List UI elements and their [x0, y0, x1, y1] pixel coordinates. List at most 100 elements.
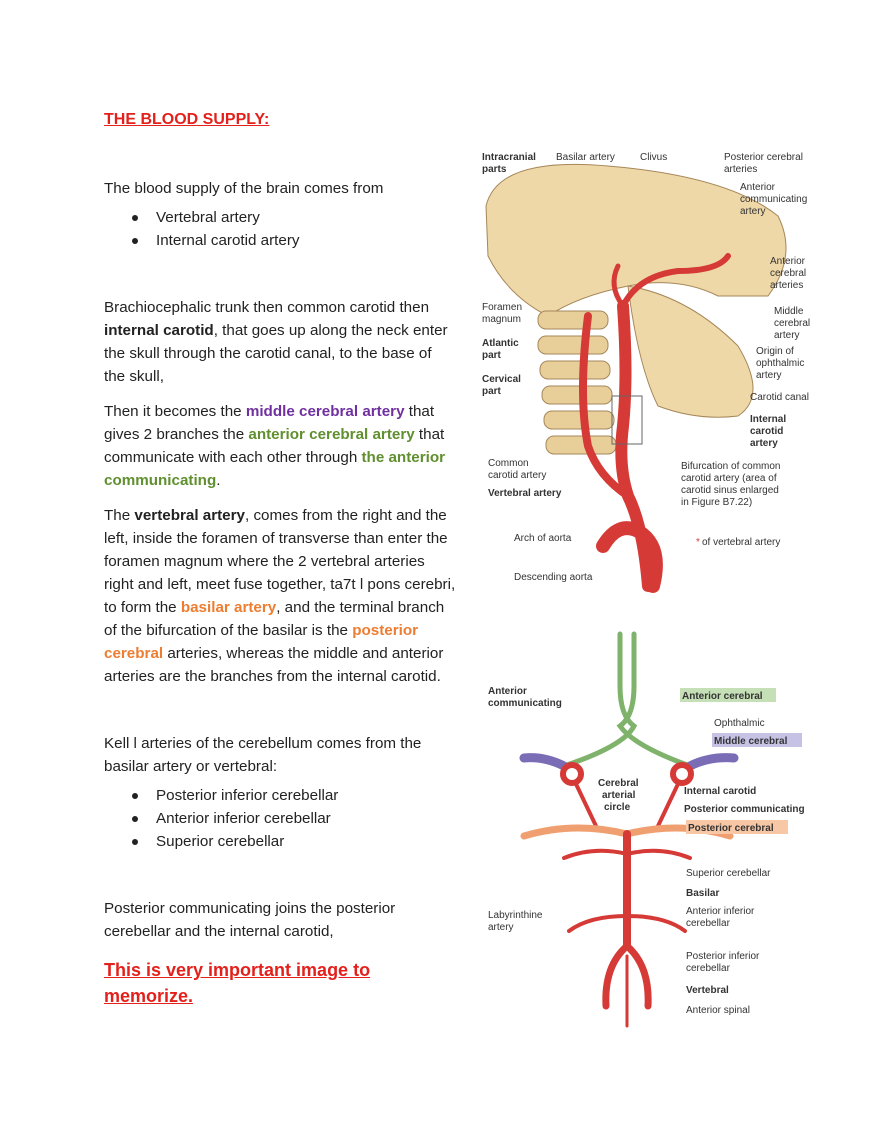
- anterior-cerebral-term: anterior cerebral artery: [248, 426, 415, 443]
- label-mca-3: artery: [774, 330, 800, 341]
- highlight-mca: [712, 733, 802, 747]
- label-acom: Anterior: [740, 182, 776, 193]
- label-anterior-spinal: Anterior spinal: [686, 1005, 750, 1016]
- label-pca-2: arteries: [724, 164, 757, 175]
- label-origin-3: artery: [756, 370, 782, 381]
- bifurcation-box: [611, 395, 643, 445]
- label-circle-3: circle: [604, 802, 631, 813]
- label-common-carotid-2: carotid artery: [488, 470, 546, 481]
- label-pic: Posterior inferior: [686, 951, 760, 962]
- label-mca: Middle: [774, 306, 804, 317]
- label-foramen: Foramen: [482, 302, 522, 313]
- label-aic-2: cerebellar: [686, 918, 731, 929]
- brachiocephalic-paragraph: Brachiocephalic trunk then common caroti…: [104, 296, 456, 388]
- label-bifurcation-4: in Figure B7.22): [681, 497, 752, 508]
- list-item: Superior cerebellar: [132, 830, 456, 853]
- label-aic: Anterior inferior: [686, 906, 755, 917]
- label-basilar: Basilar: [686, 888, 719, 899]
- label-star-note: of vertebral artery: [702, 537, 780, 548]
- label-labyrinthine-2: artery: [488, 922, 514, 933]
- text-run: , and the terminal branch of the bifurca…: [104, 599, 445, 639]
- text-run: arteries, whereas the middle and anterio…: [104, 645, 444, 685]
- label-cervical: Cervical: [482, 374, 521, 385]
- label-pic-2: cerebellar: [686, 963, 731, 974]
- text-column: THE BLOOD SUPPLY: The blood supply of th…: [104, 108, 456, 1009]
- label-acom-2: communicating: [488, 698, 562, 709]
- pcom-paragraph: Posterior communicating joins the poster…: [104, 900, 396, 940]
- label-carotid-canal: Carotid canal: [750, 392, 809, 403]
- basilar-term: basilar artery: [180, 599, 277, 616]
- text-run: that communicate with each other through: [104, 426, 445, 466]
- label-labyrinthine: Labyrinthine: [488, 910, 543, 921]
- list-item: Internal carotid artery: [132, 229, 456, 252]
- important-note: This is very important image to memorize…: [104, 960, 371, 1006]
- label-aca-3: arteries: [770, 280, 803, 291]
- label-vertebral: Vertebral: [686, 985, 729, 996]
- label-parts: parts: [482, 164, 507, 175]
- label-cervical-2: part: [482, 386, 502, 397]
- label-pcom: Posterior communicating: [684, 804, 805, 815]
- bold-term: internal carotid: [104, 322, 214, 339]
- highlight-aca: [680, 688, 776, 702]
- label-bifurcation-3: carotid sinus enlarged: [681, 485, 779, 496]
- label-ica: Internal: [750, 414, 786, 425]
- vertebral-paragraph: The vertebral artery, comes from the rig…: [104, 504, 456, 688]
- artery-paths: [579, 253, 731, 593]
- cerebellar-list: Posterior inferior cerebellar Anterior i…: [104, 784, 456, 853]
- text-run: .: [216, 472, 221, 489]
- anterior-communicating-term: the anterior communicating: [104, 449, 446, 489]
- text-run: The: [104, 507, 135, 524]
- label-ica: Internal carotid: [684, 786, 756, 797]
- label-descending-aorta: Descending aorta: [514, 572, 593, 583]
- posterior-cerebral-term: posterior cerebral: [104, 622, 419, 662]
- list-item: Vertebral artery: [132, 206, 456, 229]
- list-item: Posterior inferior cerebellar: [132, 784, 456, 807]
- label-acom-3: artery: [740, 206, 766, 217]
- label-bifurcation: Bifurcation of common: [681, 461, 781, 472]
- label-bifurcation-2: carotid artery (area of: [681, 473, 777, 484]
- sources-list: Vertebral artery Internal carotid artery: [104, 206, 456, 252]
- section-heading: THE BLOOD SUPPLY:: [104, 111, 270, 128]
- label-pca: Posterior cerebral: [688, 823, 774, 834]
- figure-carotid-lateral: Intracranial parts Basilar artery Clivus…: [482, 152, 810, 593]
- label-aca-2: cerebral: [770, 268, 806, 279]
- label-ica-3: artery: [750, 438, 778, 449]
- label-foramen-2: magnum: [482, 314, 521, 325]
- label-star: *: [696, 537, 700, 548]
- list-item: Anterior inferior cerebellar: [132, 807, 456, 830]
- label-origin: Origin of: [756, 346, 794, 357]
- label-ophthalmic: Ophthalmic: [714, 718, 765, 729]
- spine-shape: [537, 310, 617, 455]
- label-acom-2: communicating: [740, 194, 807, 205]
- label-ica-2: carotid: [750, 426, 783, 437]
- middle-cerebral-term: middle cerebral artery: [245, 403, 405, 420]
- figure2-labels: Anterior communicating Anterior cerebral…: [488, 686, 805, 1016]
- text-run: , that goes up along the neck enter the …: [104, 322, 448, 385]
- bold-term: vertebral artery: [134, 507, 245, 524]
- label-clivus: Clivus: [640, 152, 667, 163]
- jaw-shape: [627, 285, 754, 418]
- label-acom: Anterior: [488, 686, 527, 697]
- label-intracranial: Intracranial: [482, 152, 536, 163]
- label-common-carotid: Common: [488, 458, 529, 469]
- figure1-labels: Intracranial parts Basilar artery Clivus…: [482, 152, 810, 583]
- text-run: that gives 2 branches the: [104, 403, 435, 443]
- label-superior-cerebellar: Superior cerebellar: [686, 868, 771, 879]
- label-origin-2: ophthalmic: [756, 358, 804, 369]
- label-vertebral: Vertebral artery: [488, 488, 562, 499]
- label-circle-2: arterial: [602, 790, 636, 801]
- text-run: , comes from the right and the left, ins…: [104, 507, 456, 616]
- label-aca: Anterior cerebral: [682, 691, 763, 702]
- cerebellum-paragraph: Kell l arteries of the cerebellum comes …: [104, 735, 422, 775]
- label-atlantic: Atlantic: [482, 338, 519, 349]
- label-aca: Anterior: [770, 256, 806, 267]
- label-mca-2: cerebral: [774, 318, 810, 329]
- label-pca: Posterior cerebral: [724, 152, 803, 163]
- label-arch: Arch of aorta: [514, 533, 572, 544]
- label-circle: Cerebral: [598, 778, 639, 789]
- label-mca: Middle cerebral: [714, 736, 788, 747]
- text-run: Then it becomes the: [104, 403, 246, 420]
- text-run: Brachiocephalic trunk then common caroti…: [104, 299, 430, 316]
- figure-circle-of-willis: Anterior communicating Anterior cerebral…: [488, 631, 805, 1028]
